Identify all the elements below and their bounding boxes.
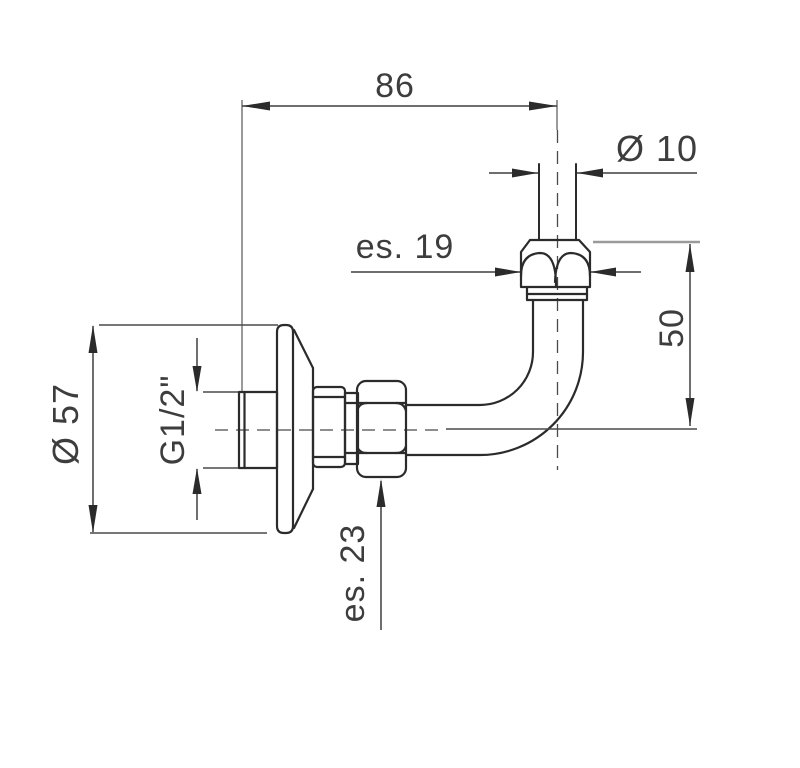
- top-nut-right-facet: [553, 251, 592, 284]
- flange-cone-bottom: [292, 487, 315, 530]
- arrowhead: [88, 505, 98, 533]
- dim-label-g12: G1/2": [154, 375, 192, 466]
- top-nut-left-facet: [519, 251, 558, 289]
- elbow-tube: [405, 298, 585, 457]
- arrowhead: [512, 168, 538, 178]
- top-hex-nut: [519, 238, 592, 289]
- dim-label-es-23: es. 23: [334, 524, 372, 623]
- arrowhead: [685, 244, 695, 272]
- arrowhead: [685, 398, 695, 426]
- arrowhead: [88, 325, 98, 353]
- arrowhead: [192, 468, 202, 494]
- dimension-es-23: es. 23: [334, 479, 386, 630]
- arrowhead: [577, 168, 603, 178]
- dimension-86: 86: [241, 67, 558, 391]
- body-hex-section: [311, 385, 347, 469]
- dim-label-es-19: es. 19: [356, 228, 455, 266]
- dim-label-86: 86: [375, 67, 415, 105]
- arrowhead: [529, 101, 557, 111]
- wall-flange: [275, 323, 315, 535]
- dimension-diameter-10: Ø 10: [489, 128, 698, 178]
- outlet-pipe: [538, 163, 577, 241]
- top-collar: [525, 286, 589, 302]
- dim-label-diameter-57: Ø 57: [45, 383, 86, 465]
- dimension-es-19: es. 19: [351, 228, 641, 277]
- dimension-diameter-57: Ø 57: [45, 324, 278, 534]
- dimension-50: 50: [446, 240, 700, 430]
- arrowhead: [495, 267, 521, 277]
- arrowhead: [590, 267, 616, 277]
- arrowhead: [242, 101, 270, 111]
- arrowhead: [376, 479, 386, 507]
- compression-nut: [355, 379, 408, 479]
- dim-label-50: 50: [653, 308, 691, 348]
- flange-cone-top: [292, 328, 315, 370]
- dim-label-diameter-10: Ø 10: [616, 128, 698, 169]
- dimension-g12-thread: G1/2": [154, 338, 238, 520]
- centerlines: [215, 130, 559, 470]
- arrowhead: [192, 366, 202, 392]
